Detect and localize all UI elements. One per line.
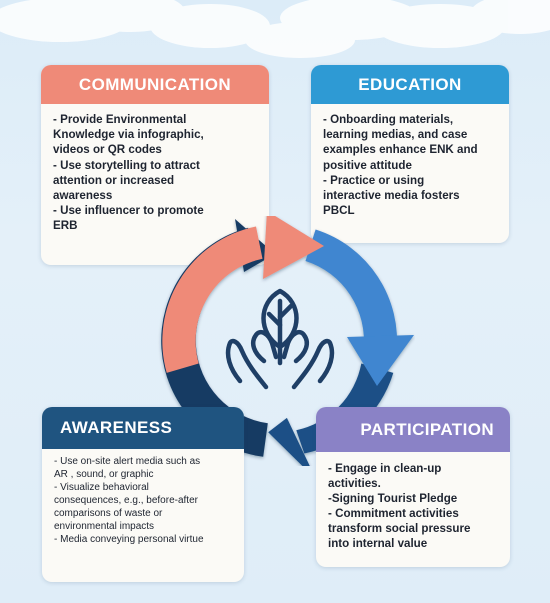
text-line: - Engage in clean-up [328,462,442,475]
text-line: PBCL [323,204,355,218]
text-line: activities. [328,477,381,490]
text-line: interactive media fosters [323,189,460,203]
text-line: - Practice or using [323,173,425,187]
education-text: - Onboarding materials, learning medias,… [311,104,509,224]
text-line: consequences, e.g., before-after [54,495,198,506]
communication-text: - Provide Environmental Knowledge via in… [41,104,269,240]
text-line: - Commitment activities [328,507,459,520]
text-line: awareness [53,189,113,203]
text-line: videos or QR codes [53,143,162,157]
text-line: - Provide Environmental [53,113,187,126]
education-card: EDUCATION - Onboarding materials, learni… [311,65,509,243]
education-title: EDUCATION [311,65,509,104]
awareness-title: AWARENESS [42,407,244,449]
text-line: -Signing Tourist Pledge [328,492,458,505]
participation-title: PARTICIPATION [316,407,510,452]
text-line: positive attitude [323,158,412,172]
awareness-text: - Use on-site alert media such as AR , s… [42,449,244,552]
awareness-card: AWARENESS - Use on-site alert media such… [42,407,244,582]
participation-text: - Engage in clean-up activities. -Signin… [316,452,510,557]
text-line: comparisons of waste or [54,508,163,519]
communication-card: COMMUNICATION - Provide Environmental Kn… [41,65,269,265]
text-line: attention or increased [53,173,175,187]
text-line: learning medias, and case [323,128,468,142]
cycle-arrowhead-top [263,216,324,279]
text-line: examples enhance ENK and [323,143,478,157]
text-line: environmental impacts [54,521,155,532]
text-line: - Visualize behavioral [54,482,149,493]
text-line: - Onboarding materials, [323,113,454,126]
text-line: ERB [53,219,78,233]
text-line: Knowledge via infographic, [53,128,204,142]
text-line: - Use storytelling to attract [53,158,200,172]
participation-card: PARTICIPATION - Engage in clean-up activ… [316,407,510,567]
plant-in-hands-icon [225,288,335,390]
text-line: into internal value [328,537,428,550]
cycle-arrow-top-right [305,229,398,354]
cycle-arrowhead-top-right [347,335,414,386]
communication-title: COMMUNICATION [41,65,269,104]
cloud-decoration [0,0,550,58]
text-line: - Use influencer to promote [53,204,204,218]
cycle-arrowhead-bottom-right [268,417,310,466]
text-line: transform social pressure [328,522,471,535]
text-line: - Use on-site alert media such as [54,456,201,467]
text-line: AR , sound, or graphic [54,469,154,480]
text-line: - Media conveying personal virtue [54,534,204,545]
cycle-arrow-top [162,226,263,373]
